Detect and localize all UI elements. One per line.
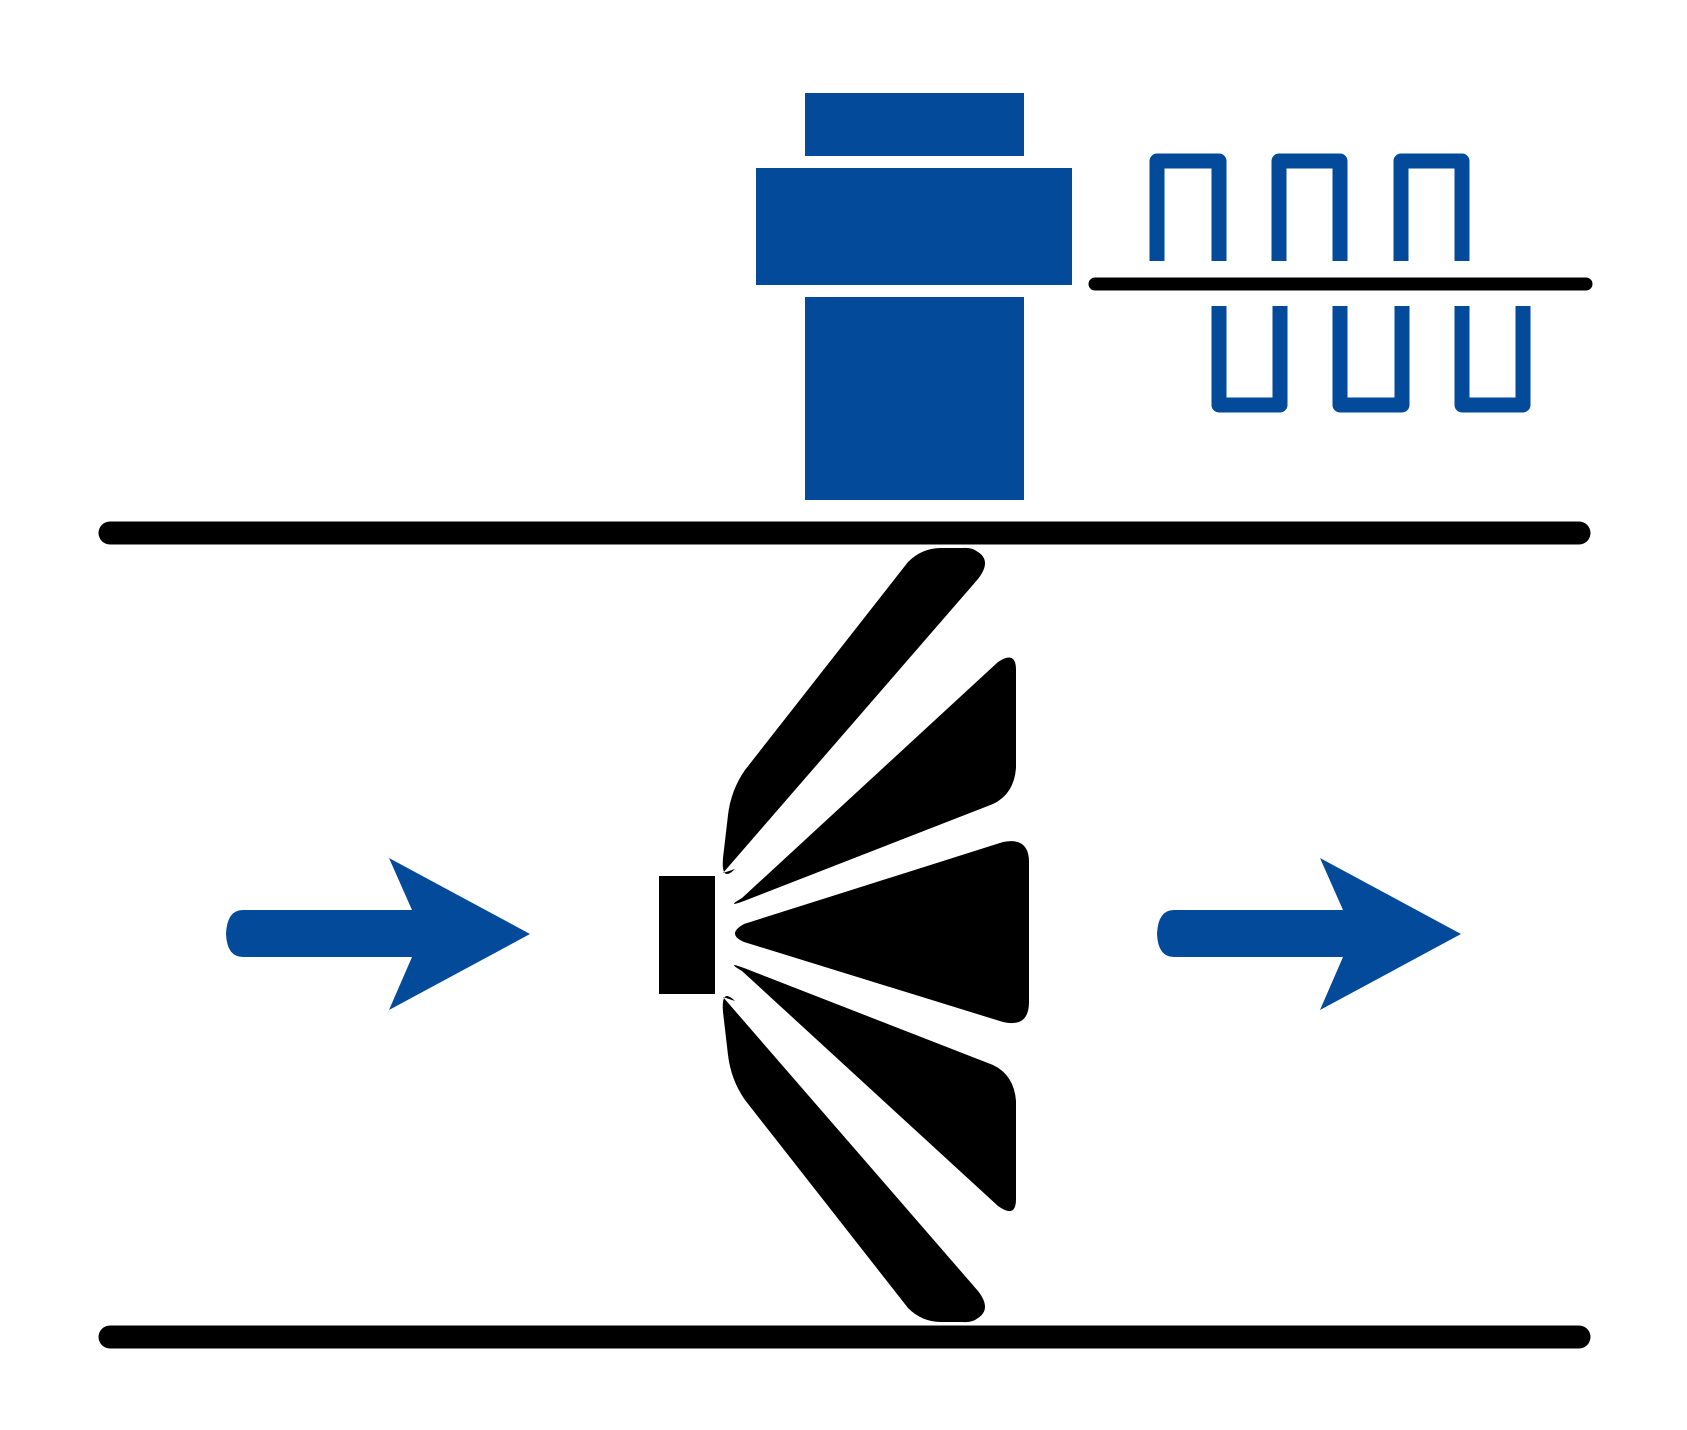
square-wave-pulse-icon bbox=[1088, 153, 1593, 413]
rotor-blade-upper bbox=[733, 657, 1016, 904]
turbine-rotor-icon bbox=[659, 547, 1029, 1323]
rotor-blade-middle bbox=[735, 841, 1029, 1024]
pulse-lower-2 bbox=[1332, 306, 1410, 413]
rotor-blade-bottom bbox=[722, 995, 985, 1323]
flow-in-arrow-shape bbox=[226, 858, 530, 1010]
pulse-lower-1 bbox=[1211, 306, 1288, 413]
pulse-lower-3 bbox=[1454, 306, 1531, 413]
sensor-top-block bbox=[805, 93, 1024, 156]
sensor-bottom-block bbox=[805, 297, 1024, 500]
pulse-upper-1 bbox=[1149, 153, 1227, 261]
sensor-block-icon bbox=[756, 93, 1072, 500]
flow-out-arrow-icon bbox=[1157, 858, 1461, 1010]
flow-out-arrow-shape bbox=[1157, 858, 1461, 1010]
pulse-upper-2 bbox=[1271, 153, 1348, 261]
flow-in-arrow-icon bbox=[226, 858, 530, 1010]
rotor-blade-top bbox=[722, 547, 985, 875]
rotor-blade-lower bbox=[733, 965, 1016, 1212]
rotor-hub bbox=[659, 876, 715, 994]
pulse-upper-3 bbox=[1393, 153, 1470, 261]
sensor-middle-block bbox=[756, 168, 1072, 285]
